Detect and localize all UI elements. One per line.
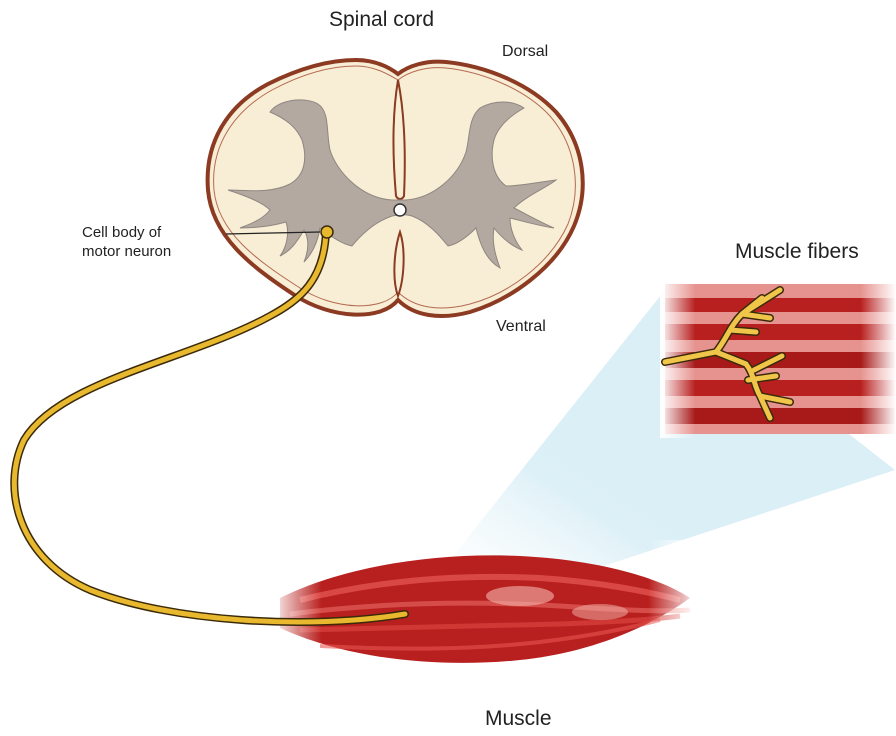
muscle-fibers-label: Muscle fibers [735, 240, 859, 264]
cell-body [321, 226, 333, 238]
muscle-label: Muscle [485, 707, 552, 731]
muscle-fiber-bundle [660, 280, 896, 438]
cell-body-label-line1: Cell body of [82, 223, 171, 242]
spinal-cord-label: Spinal cord [329, 8, 434, 32]
cell-body-label: Cell body of motor neuron [82, 223, 171, 261]
spinal-cord-cross-section [208, 60, 583, 316]
ventral-label: Ventral [496, 318, 546, 336]
cell-body-label-line2: motor neuron [82, 242, 171, 261]
dorsal-label: Dorsal [502, 43, 548, 61]
central-canal [394, 204, 406, 216]
muscle-belly [270, 540, 700, 680]
